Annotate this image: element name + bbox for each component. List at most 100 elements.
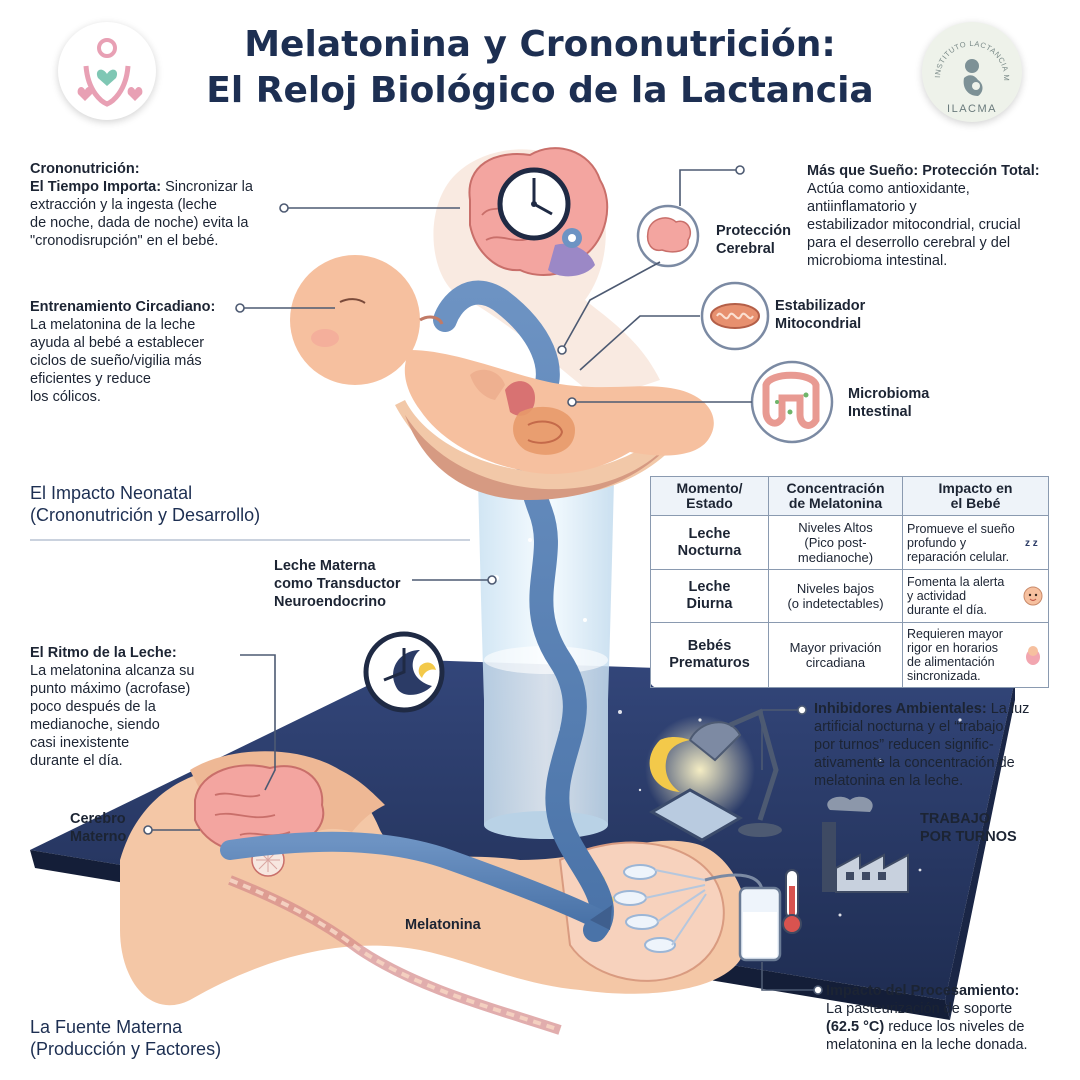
note-procesamiento: Impacto del Procesamiento: La pasteuriza… (826, 982, 1076, 1054)
note-entrenamiento-line: ciclos de sueño/vigilia más (30, 353, 202, 369)
note-ritmo-line: La melatonina alcanza su (30, 663, 195, 679)
note-mas-que-sueno-heading: Más que Sueño: Protección Total: (807, 163, 1040, 179)
cell-text: (Pico post- (804, 535, 867, 550)
note-entrenamiento: Entrenamiento Circadiano: La melatonina … (30, 298, 250, 406)
night-clock-icon (363, 631, 445, 713)
cell-text: reparación celular. (907, 549, 1010, 564)
table-header-text: el Bebé (950, 495, 1001, 511)
note-inhibidores-text: La luz (986, 701, 1030, 717)
note-procesamiento-temperature: (62.5 °C) (826, 1019, 885, 1035)
zzz-text: z z (1025, 538, 1038, 549)
note-crononutricion-subheading: El Tiempo Importa: (30, 179, 162, 195)
label-microbioma-line: Microbioma (848, 386, 930, 402)
cell-text: Bebés (687, 638, 732, 654)
note-procesamiento-line: reduce los niveles de (884, 1019, 1025, 1035)
label-transductor: Leche Materna como Transductor Neuroendo… (274, 557, 401, 611)
label-cerebro-materno-line: Cerebro (70, 811, 126, 827)
table-header-text: Momento/ (676, 480, 743, 496)
label-transductor-line: Neuroendocrino (274, 594, 386, 610)
mother-baby-heart-icon (61, 25, 153, 117)
gut-microbiome-icon (750, 360, 834, 444)
section-maternal-subtitle: (Producción y Factores) (30, 1039, 222, 1059)
mitochondria-icon (700, 281, 770, 351)
note-inhibidores-line: artificial nocturna y el “trabajo (814, 719, 1004, 735)
table-header-text: Estado (686, 495, 733, 511)
note-inhibidores-heading: Inhibidores Ambientales: (814, 701, 987, 717)
cell-text: Requieren mayor (907, 627, 1003, 641)
note-inhibidores: Inhibidores Ambientales: La luz artifici… (814, 700, 1064, 790)
cell-text: (o indetectables) (787, 596, 884, 611)
note-ritmo-line: medianoche, siendo (30, 717, 160, 733)
label-cerebro-materno-line: Materno (70, 829, 127, 845)
note-crononutricion-line: "cronodisrupción" en el bebé. (30, 233, 219, 249)
table-header-text: Concentración (786, 480, 885, 496)
cell-text: Prematuros (669, 655, 750, 671)
label-trabajo-line: TRABAJO (920, 811, 991, 827)
title-line-2: El Reloj Biológico de la Lactancia (206, 70, 874, 111)
label-proteccion-cerebral-line: Protección (716, 223, 791, 239)
cell-text: de alimentación (907, 655, 995, 669)
cell-text: Fomenta la alerta (907, 575, 1005, 589)
section-maternal: La Fuente Materna (Producción y Factores… (30, 1016, 221, 1060)
note-inhibidores-line: melatonina en la leche. (814, 773, 964, 789)
cell-text: Leche (688, 579, 731, 595)
note-entrenamiento-line: los cólicos. (30, 389, 101, 405)
note-procesamiento-line: La pasteurización de soporte (826, 1001, 1013, 1017)
note-ritmo-line: poco después de la (30, 699, 156, 715)
label-estabilizador-line: Mitocondrial (775, 316, 862, 332)
label-estabilizador-line: Estabilizador (775, 298, 866, 314)
note-crononutricion-line: extracción y la ingesta (leche (30, 197, 217, 213)
table-header-moment: Momento/Estado (650, 476, 769, 516)
note-entrenamiento-line: eficientes y reduce (30, 371, 151, 387)
note-mas-que-sueno-line: Actúa como antioxidante, (807, 181, 970, 197)
note-mas-que-sueno-line: estabilizador mitocondrial, crucial (807, 217, 1021, 233)
label-transductor-line: como Transductor (274, 576, 401, 592)
section-neonatal-title: El Impacto Neonatal (30, 483, 193, 503)
zzz-sleep-icon: z z (1022, 532, 1044, 554)
title-line-1: Melatonina y Crononutrición: (244, 24, 836, 65)
note-mas-que-sueno-line: antiinflamatorio y (807, 199, 917, 215)
baby-illustration (290, 255, 714, 474)
label-microbioma-line: Intestinal (848, 404, 912, 420)
label-cerebro-materno: Cerebro Materno (70, 810, 126, 846)
note-crononutricion-heading: Crononutrición: (30, 161, 140, 177)
cell-text: profundo y (907, 535, 967, 550)
note-ritmo: El Ritmo de la Leche: La melatonina alca… (30, 644, 245, 770)
note-ritmo-line: durante el día. (30, 753, 123, 769)
circadian-brain-icon (468, 147, 609, 277)
cell-text: rigor en horarios (907, 641, 999, 655)
note-inhibidores-line: por turnos” reducen signific- (814, 737, 994, 753)
logo-arc-text: INSTITUTO LACTANCIA MATERNA (919, 15, 1010, 81)
cell-text: medianoche) (797, 550, 874, 565)
awake-baby-icon (1022, 585, 1044, 607)
table-cell-concentration: Niveles bajos(o indetectables) (768, 569, 903, 623)
note-procesamiento-heading: Impacto del Procesamiento: (826, 983, 1020, 999)
cell-text: Mayor privación (789, 640, 882, 655)
cell-text: y actividad (907, 589, 967, 603)
cell-text: circadiana (805, 655, 866, 670)
page-title: Melatonina y Crononutrición: El Reloj Bi… (160, 22, 920, 114)
factory-icon (822, 796, 909, 893)
note-entrenamiento-heading: Entrenamiento Circadiano: (30, 299, 216, 315)
note-procesamiento-line: melatonina en la leche donada. (826, 1037, 1028, 1053)
cell-text: Diurna (686, 596, 733, 612)
note-crononutricion-line: de noche, dada de noche) evita la (30, 215, 249, 231)
tablet-icon (648, 788, 744, 842)
label-microbioma: Microbioma Intestinal (848, 385, 929, 421)
swaddled-baby-icon (1022, 644, 1044, 666)
cell-text: Leche (688, 525, 731, 542)
logo-name: ILACMA (947, 103, 997, 115)
left-logo (58, 22, 156, 120)
section-neonatal-subtitle: (Crononutrición y Desarrollo) (30, 505, 261, 525)
note-ritmo-line: casi inexistente (30, 735, 130, 751)
